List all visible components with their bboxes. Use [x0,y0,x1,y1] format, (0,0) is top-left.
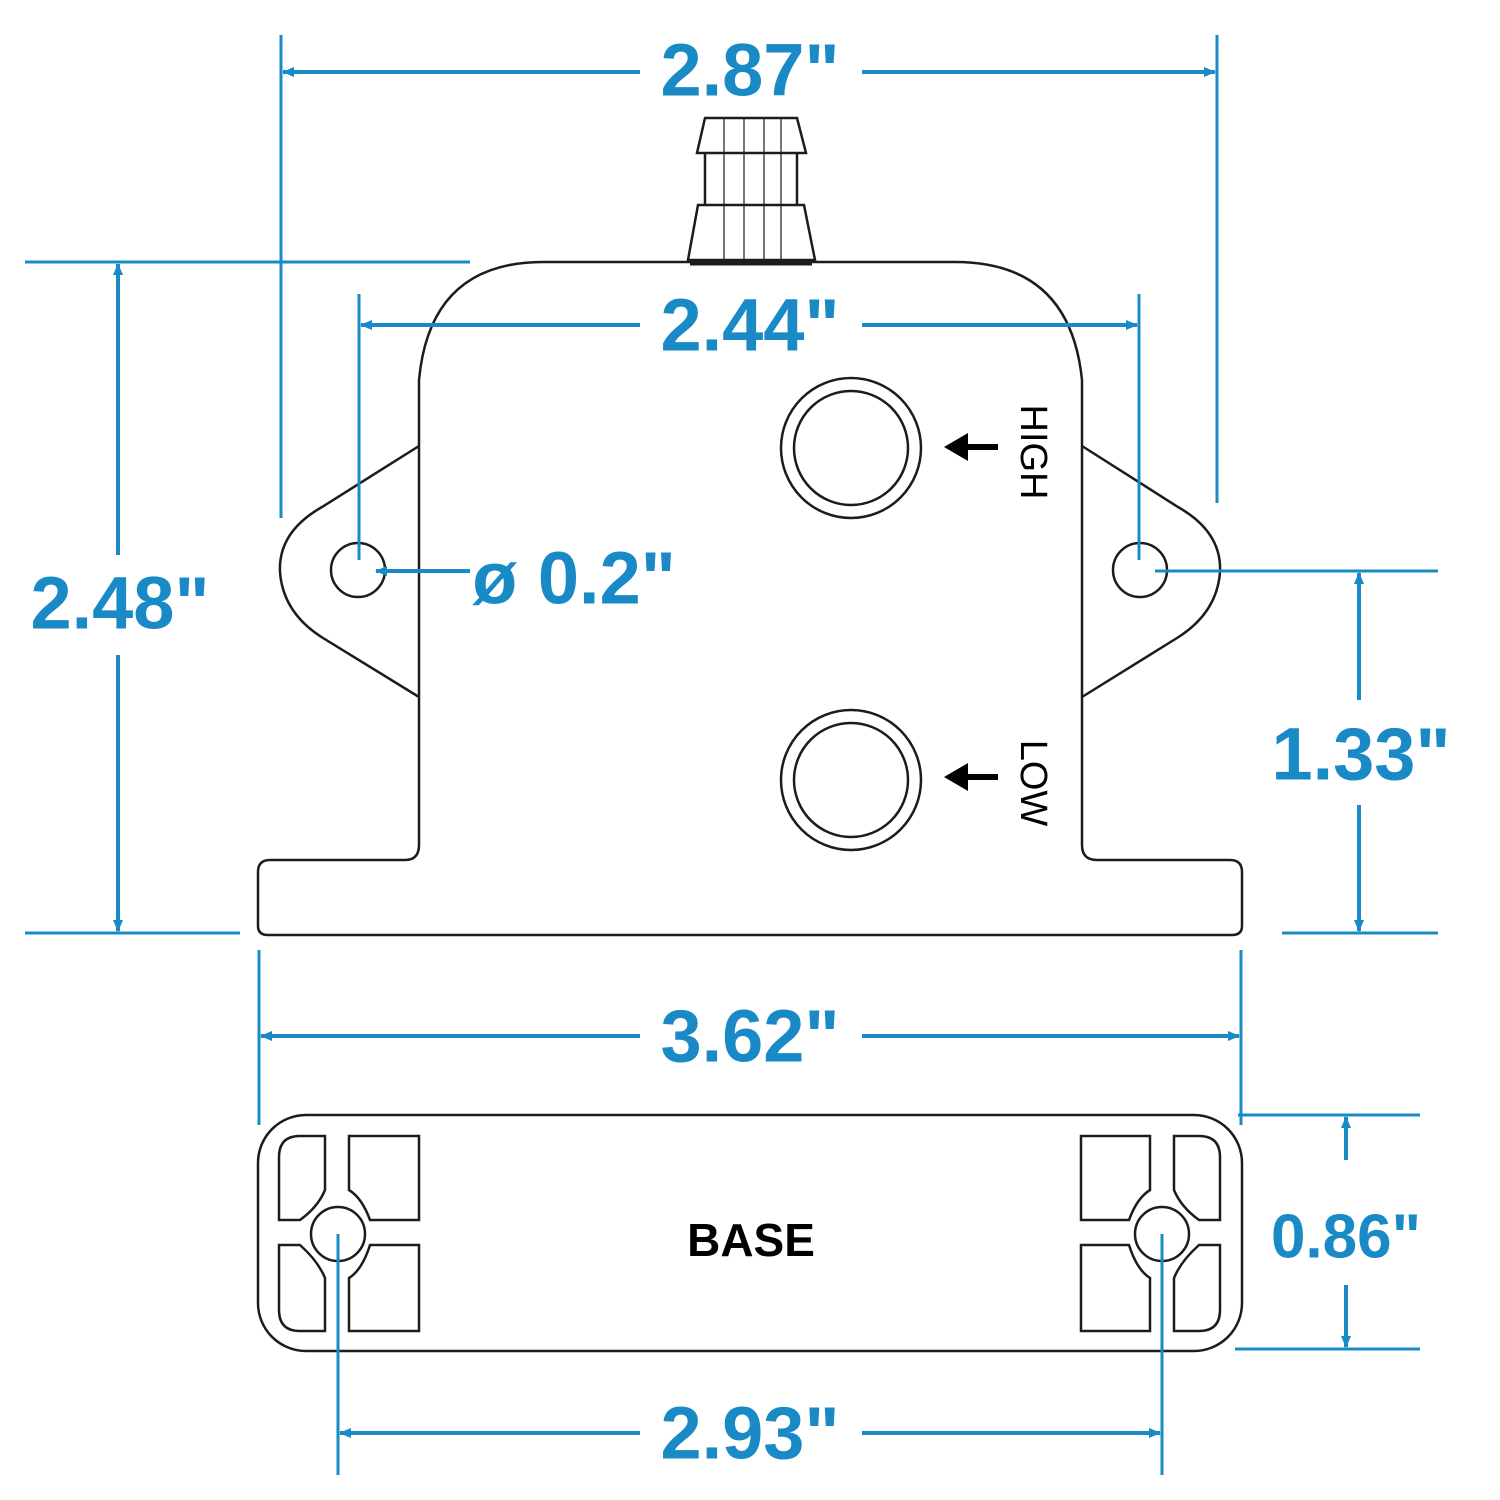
high-port-inner [792,389,910,507]
dim-base-hole-spacing-text: 2.93" [660,1392,839,1475]
housing-outline [256,260,1244,937]
dim-height-text: 2.48" [30,562,209,645]
left-mounting-tab [278,444,420,699]
dim-height: 2.48" [25,260,470,935]
dim-base-hole-spacing: 2.93" [336,1234,1164,1475]
dim-base-depth: 0.86" [1235,1113,1421,1351]
low-arrow-icon [944,763,998,791]
dim-base-width-text: 3.62" [660,995,839,1078]
hose-fitting [686,116,817,266]
dim-base-depth-text: 0.86" [1271,1203,1421,1272]
base-view: BASE [256,1113,1244,1353]
dim-hole-height-text: 1.33" [1271,713,1450,796]
dim-overall-width: 2.87" [279,29,1219,518]
dim-hole-spacing: 2.44" [357,284,1141,560]
dim-overall-width-text: 2.87" [660,29,839,112]
dim-hole-spacing-text: 2.44" [660,284,839,367]
high-arrow-icon [944,433,998,461]
high-port-label: HIGH [1012,405,1054,500]
dim-base-width: 3.62" [257,950,1243,1125]
dim-hole-diameter-text: ø 0.2" [472,537,676,620]
base-outline [256,1113,1244,1353]
front-view: HIGH LOW [256,116,1244,937]
low-port-inner [792,721,910,839]
dim-hole-height: 1.33" [1155,569,1451,935]
low-port-outer [779,708,923,852]
base-label: BASE [687,1214,815,1266]
high-port-outer [779,376,923,520]
low-port-label: LOW [1012,740,1054,827]
dim-hole-diameter: ø 0.2" [375,537,676,620]
